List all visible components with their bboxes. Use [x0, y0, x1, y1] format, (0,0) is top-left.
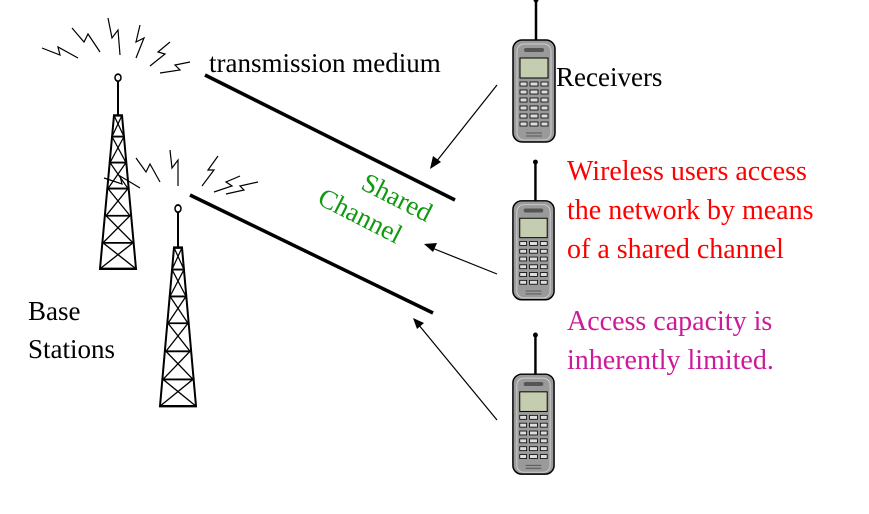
base-station-tower-left: [98, 72, 138, 270]
receivers-label: Receivers: [556, 62, 662, 92]
note-capacity-line2: inherently limited.: [567, 345, 774, 376]
stations-label: Stations: [28, 334, 115, 364]
note-capacity-line1: Access capacity is: [567, 306, 772, 337]
note-wireless-line3: of a shared channel: [567, 234, 784, 265]
channel-line-lower: [189, 193, 434, 315]
arrow-receiver-bottom: [413, 318, 498, 421]
cell-phone-bottom: [511, 331, 556, 476]
note-wireless-line2: the network by means: [567, 195, 814, 226]
transmission-medium-label: transmission medium: [209, 48, 441, 78]
radio-waves-left-tower: [41, 17, 191, 74]
note-wireless-line1: Wireless users access: [567, 156, 807, 187]
arrow-receiver-middle: [424, 243, 498, 275]
base-label: Base: [28, 296, 81, 326]
cell-phone-top: [511, 0, 557, 144]
cell-phone-middle: [511, 158, 556, 301]
radio-waves-right-tower: [103, 149, 259, 195]
base-station-tower-right: [158, 203, 198, 408]
arrow-receiver-top: [430, 84, 498, 169]
shared-channel-label: Shared Channel: [313, 167, 437, 249]
channel-line-upper: [204, 73, 456, 202]
